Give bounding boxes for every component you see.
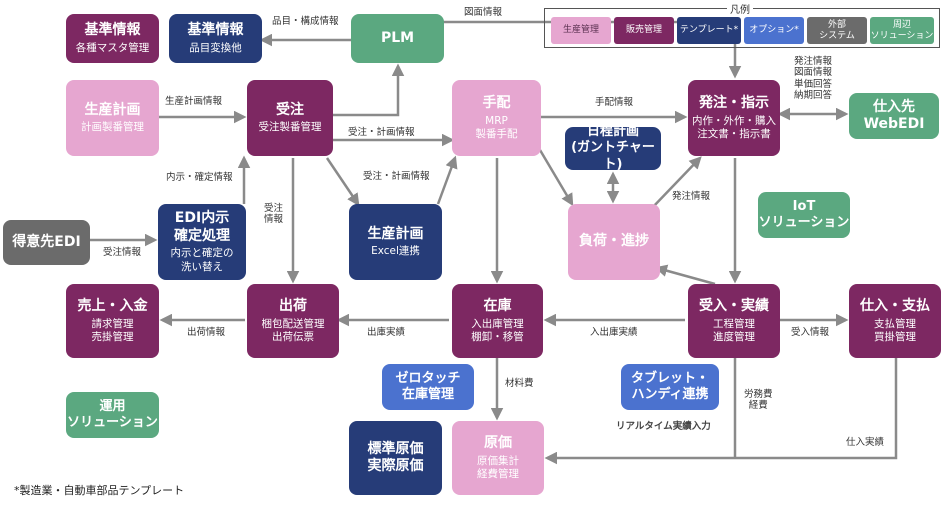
node-plm[interactable]: PLM	[351, 14, 444, 63]
node-title: 原価	[484, 435, 512, 452]
node-sub: 請求管理 売掛管理	[91, 317, 134, 343]
node-kijun-item[interactable]: 基準情報 品目変換他	[169, 14, 262, 63]
node-sub: 受注製番管理	[258, 121, 322, 134]
label-naiji-info: 内示・確定情報	[166, 172, 233, 183]
legend-peripheral: 周辺 ソリューション	[870, 17, 934, 44]
label-juchu-info-down: 受注 情報	[264, 203, 284, 226]
edge-shiire-to-genka	[544, 358, 898, 465]
node-sub: 工程管理 進度管理	[713, 317, 755, 343]
label-order-plan-info-1: 受注・計画情報	[348, 127, 415, 138]
legend-title: 凡例	[727, 1, 753, 16]
node-title: 受注	[276, 101, 304, 118]
node-sub: MRP 製番手配	[475, 114, 518, 140]
node-tokuisaki-edi[interactable]: 得意先EDI	[3, 220, 90, 265]
label-supplier-info: 発注情報 図面情報 単価回答 納期回答	[794, 56, 833, 102]
node-zaiko[interactable]: 在庫 入出庫管理 棚卸・移管	[452, 284, 543, 358]
node-sub: 品目変換他	[189, 41, 242, 54]
node-title: 仕入先 WebEDI	[863, 98, 925, 133]
node-title: 発注・指示	[699, 95, 769, 112]
node-sub: 原価集計 経費管理	[477, 454, 519, 480]
edge-juchu-to-excel	[325, 157, 360, 207]
legend-sales: 販売管理	[614, 17, 674, 44]
node-nittei[interactable]: 日程計画 (ガントチャート)	[565, 124, 661, 172]
label-order-plan-info-2: 受注・計画情報	[363, 171, 430, 182]
label-ukeire-info: 受入情報	[791, 327, 830, 338]
label-nyushukko-jisseki: 入出庫実績	[590, 327, 638, 338]
node-title: 売上・入金	[77, 298, 148, 315]
footnote: *製造業・自動車部品テンプレート	[14, 484, 185, 497]
legend-option: オプション*	[744, 17, 804, 44]
node-sub: Excel連携	[371, 245, 420, 258]
node-uriage[interactable]: 売上・入金 請求管理 売掛管理	[66, 284, 159, 358]
node-title: 受入・実績	[699, 298, 769, 315]
node-seisan-excel[interactable]: 生産計画 Excel連携	[349, 204, 442, 280]
node-shukka[interactable]: 出荷 梱包配送管理 出荷伝票	[247, 284, 339, 358]
node-tehai[interactable]: 手配 MRP 製番手配	[452, 80, 541, 156]
node-iot[interactable]: IoT ソリューション	[758, 192, 850, 238]
legend-production: 生産管理	[551, 17, 611, 44]
legend-external: 外部 システム	[807, 17, 867, 44]
node-title: PLM	[380, 29, 415, 46]
node-title: 在庫	[483, 298, 512, 315]
legend-template: テンプレート*	[677, 17, 741, 44]
node-ukeire[interactable]: 受入・実績 工程管理 進度管理	[688, 284, 780, 358]
label-zairyohi: 材料費	[505, 378, 534, 389]
label-juchu-info-edi: 受注情報	[103, 247, 142, 258]
node-title: 生産計画	[84, 101, 141, 118]
node-fuka[interactable]: 負荷・進捗	[568, 204, 660, 280]
label-plan-info: 生産計画情報	[165, 96, 223, 107]
label-realtime: リアルタイム実績入力	[616, 421, 711, 432]
node-sub: 支払管理 買掛管理	[874, 317, 916, 343]
node-title: 得意先EDI	[12, 233, 81, 250]
node-kijun-master[interactable]: 基準情報 各種マスタ管理	[66, 14, 159, 63]
node-title: 基準情報	[187, 22, 244, 39]
node-title: IoT ソリューション	[758, 198, 850, 230]
node-title: 手配	[482, 95, 511, 112]
node-title: 基準情報	[84, 22, 141, 39]
node-title: 仕入・支払	[860, 298, 930, 315]
label-tehai-info: 手配情報	[595, 97, 634, 108]
node-title: 日程計画 (ガントチャート)	[571, 124, 655, 172]
node-title: 標準原価 実際原価	[367, 440, 424, 475]
node-title: タブレット・ ハンディ連携	[630, 370, 709, 402]
label-drawing-info: 図面情報	[464, 7, 503, 18]
node-sub: 各種マスタ管理	[75, 41, 150, 54]
node-title: 出荷	[279, 298, 307, 315]
node-title: ゼロタッチ 在庫管理	[395, 370, 461, 402]
node-tablet[interactable]: タブレット・ ハンディ連携	[621, 364, 719, 410]
edge-excel-to-tehai	[436, 155, 458, 205]
label-item-config: 品目・構成情報	[272, 16, 339, 27]
label-romuhi: 労務費 経費	[744, 389, 773, 412]
node-juchu[interactable]: 受注 受注製番管理	[247, 80, 333, 156]
node-hatchu[interactable]: 発注・指示 内作・外作・購入 注文書・指示書	[688, 80, 780, 156]
node-shiire[interactable]: 仕入・支払 支払管理 買掛管理	[849, 284, 941, 358]
node-genka[interactable]: 原価 原価集計 経費管理	[452, 421, 544, 495]
label-shukko-jisseki: 出庫実績	[367, 327, 406, 338]
node-webedi[interactable]: 仕入先 WebEDI	[849, 93, 939, 139]
node-title: 負荷・進捗	[579, 233, 649, 250]
node-seisan-keikaku[interactable]: 生産計画 計画製番管理	[66, 80, 159, 156]
edge-juchu-to-plm	[333, 63, 405, 117]
node-title: EDI内示 確定処理	[174, 210, 230, 244]
label-shukka-info: 出荷情報	[187, 327, 226, 338]
node-edi-naiji[interactable]: EDI内示 確定処理 内示と確定の 洗い替え	[158, 204, 246, 280]
node-sub: 梱包配送管理 出荷伝票	[261, 317, 325, 343]
node-sub: 内作・外作・購入 注文書・指示書	[692, 114, 776, 140]
node-unyo[interactable]: 運用 ソリューション	[66, 392, 159, 438]
label-shiire-jisseki: 仕入実績	[846, 437, 885, 448]
node-title: 運用 ソリューション	[67, 398, 158, 430]
node-sub: 入出庫管理 棚卸・移管	[471, 317, 524, 343]
node-title: 生産計画	[367, 225, 424, 242]
node-zerotouch[interactable]: ゼロタッチ 在庫管理	[382, 364, 474, 410]
node-hyojun-genka[interactable]: 標準原価 実際原価	[349, 421, 442, 495]
edge-ukeire-to-fuka	[654, 264, 716, 286]
label-hatchu-info: 発注情報	[672, 191, 711, 202]
node-sub: 内示と確定の 洗い替え	[170, 247, 234, 273]
node-sub: 計画製番管理	[81, 121, 144, 134]
